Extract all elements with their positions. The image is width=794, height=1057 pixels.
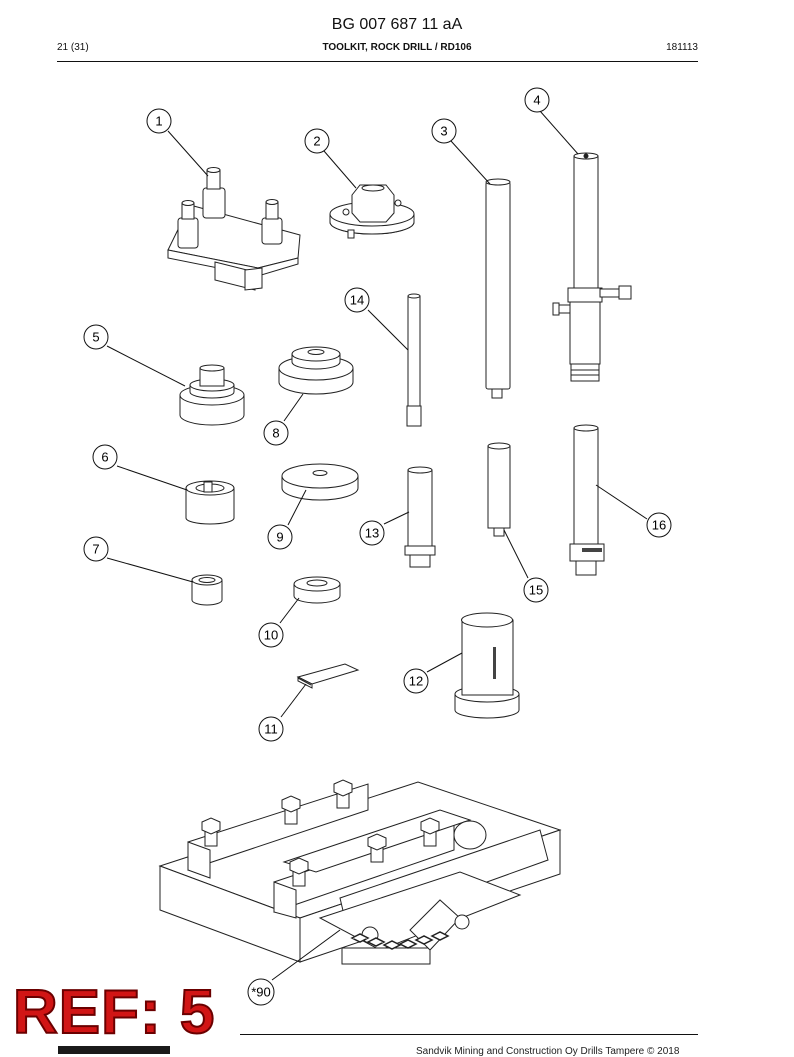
callout-15	[523, 577, 549, 603]
callout-12	[403, 668, 429, 694]
callout-label-4: 4	[533, 93, 540, 108]
callout-6	[92, 444, 118, 470]
part-8-stepped-puller	[278, 346, 354, 395]
callout-16	[646, 512, 672, 538]
part-15-pin	[487, 442, 511, 537]
callout-4	[524, 87, 550, 113]
callout-8	[263, 420, 289, 446]
document-number: BG 007 687 11 aA	[331, 16, 463, 33]
callout-label-10: 10	[264, 628, 278, 643]
callout-circles	[83, 87, 672, 1006]
callout-label-1: 1	[155, 114, 162, 129]
part-12-sleeve	[454, 612, 520, 719]
part-16-drift	[569, 424, 605, 576]
part-3-rod	[485, 178, 511, 399]
callout-1	[146, 108, 172, 134]
part-90-base-fixture	[158, 779, 562, 965]
part-13-drift	[404, 466, 436, 568]
part-4-drift	[552, 152, 632, 382]
callout-label-14: 14	[350, 293, 364, 308]
part-10-washer	[293, 576, 341, 604]
document-title: TOOLKIT, ROCK DRILL / RD106	[322, 42, 472, 53]
callout-7	[83, 536, 109, 562]
callout-label-8: 8	[272, 426, 279, 441]
part-2-nut-tool	[329, 184, 415, 239]
part-1-fixture	[167, 167, 301, 291]
callout-label-13: 13	[365, 526, 379, 541]
callout-13	[359, 520, 385, 546]
footer-rule	[240, 1034, 698, 1035]
callout-5	[83, 324, 109, 350]
callout-11	[258, 716, 284, 742]
callout-label-11: 11	[264, 722, 278, 737]
part-9-disc	[281, 463, 359, 501]
callout-label-16: 16	[652, 518, 666, 533]
callout-label-3: 3	[440, 124, 447, 139]
part-14-pin	[406, 293, 422, 427]
callout-3	[431, 118, 457, 144]
part-5-puller	[179, 364, 245, 426]
part-6-bushing	[185, 480, 235, 525]
part-7-small-bushing	[191, 574, 223, 606]
callout-label-15: 15	[529, 583, 543, 598]
page-number: 21 (31)	[57, 42, 89, 53]
callout-14	[344, 287, 370, 313]
callout-10	[258, 622, 284, 648]
leader-lines	[106, 110, 648, 981]
callout-label-6: 6	[101, 450, 108, 465]
header-rule	[57, 61, 698, 62]
callout-label-2: 2	[313, 134, 320, 149]
callout-90	[247, 978, 275, 1006]
part-11-shim	[296, 663, 360, 689]
callout-label-5: 5	[92, 330, 99, 345]
callout-9	[267, 524, 293, 550]
callout-label-9: 9	[276, 530, 283, 545]
callout-label-90: *90	[251, 985, 271, 1000]
footer-copyright: Sandvik Mining and Construction Oy Drill…	[416, 1046, 680, 1057]
callout-label-7: 7	[92, 542, 99, 557]
callout-label-12: 12	[409, 674, 423, 689]
sandvik-logo	[58, 1046, 170, 1054]
callout-2	[304, 128, 330, 154]
ref-stamp: REF: 5	[12, 978, 216, 1047]
document-date: 181113	[666, 42, 698, 53]
